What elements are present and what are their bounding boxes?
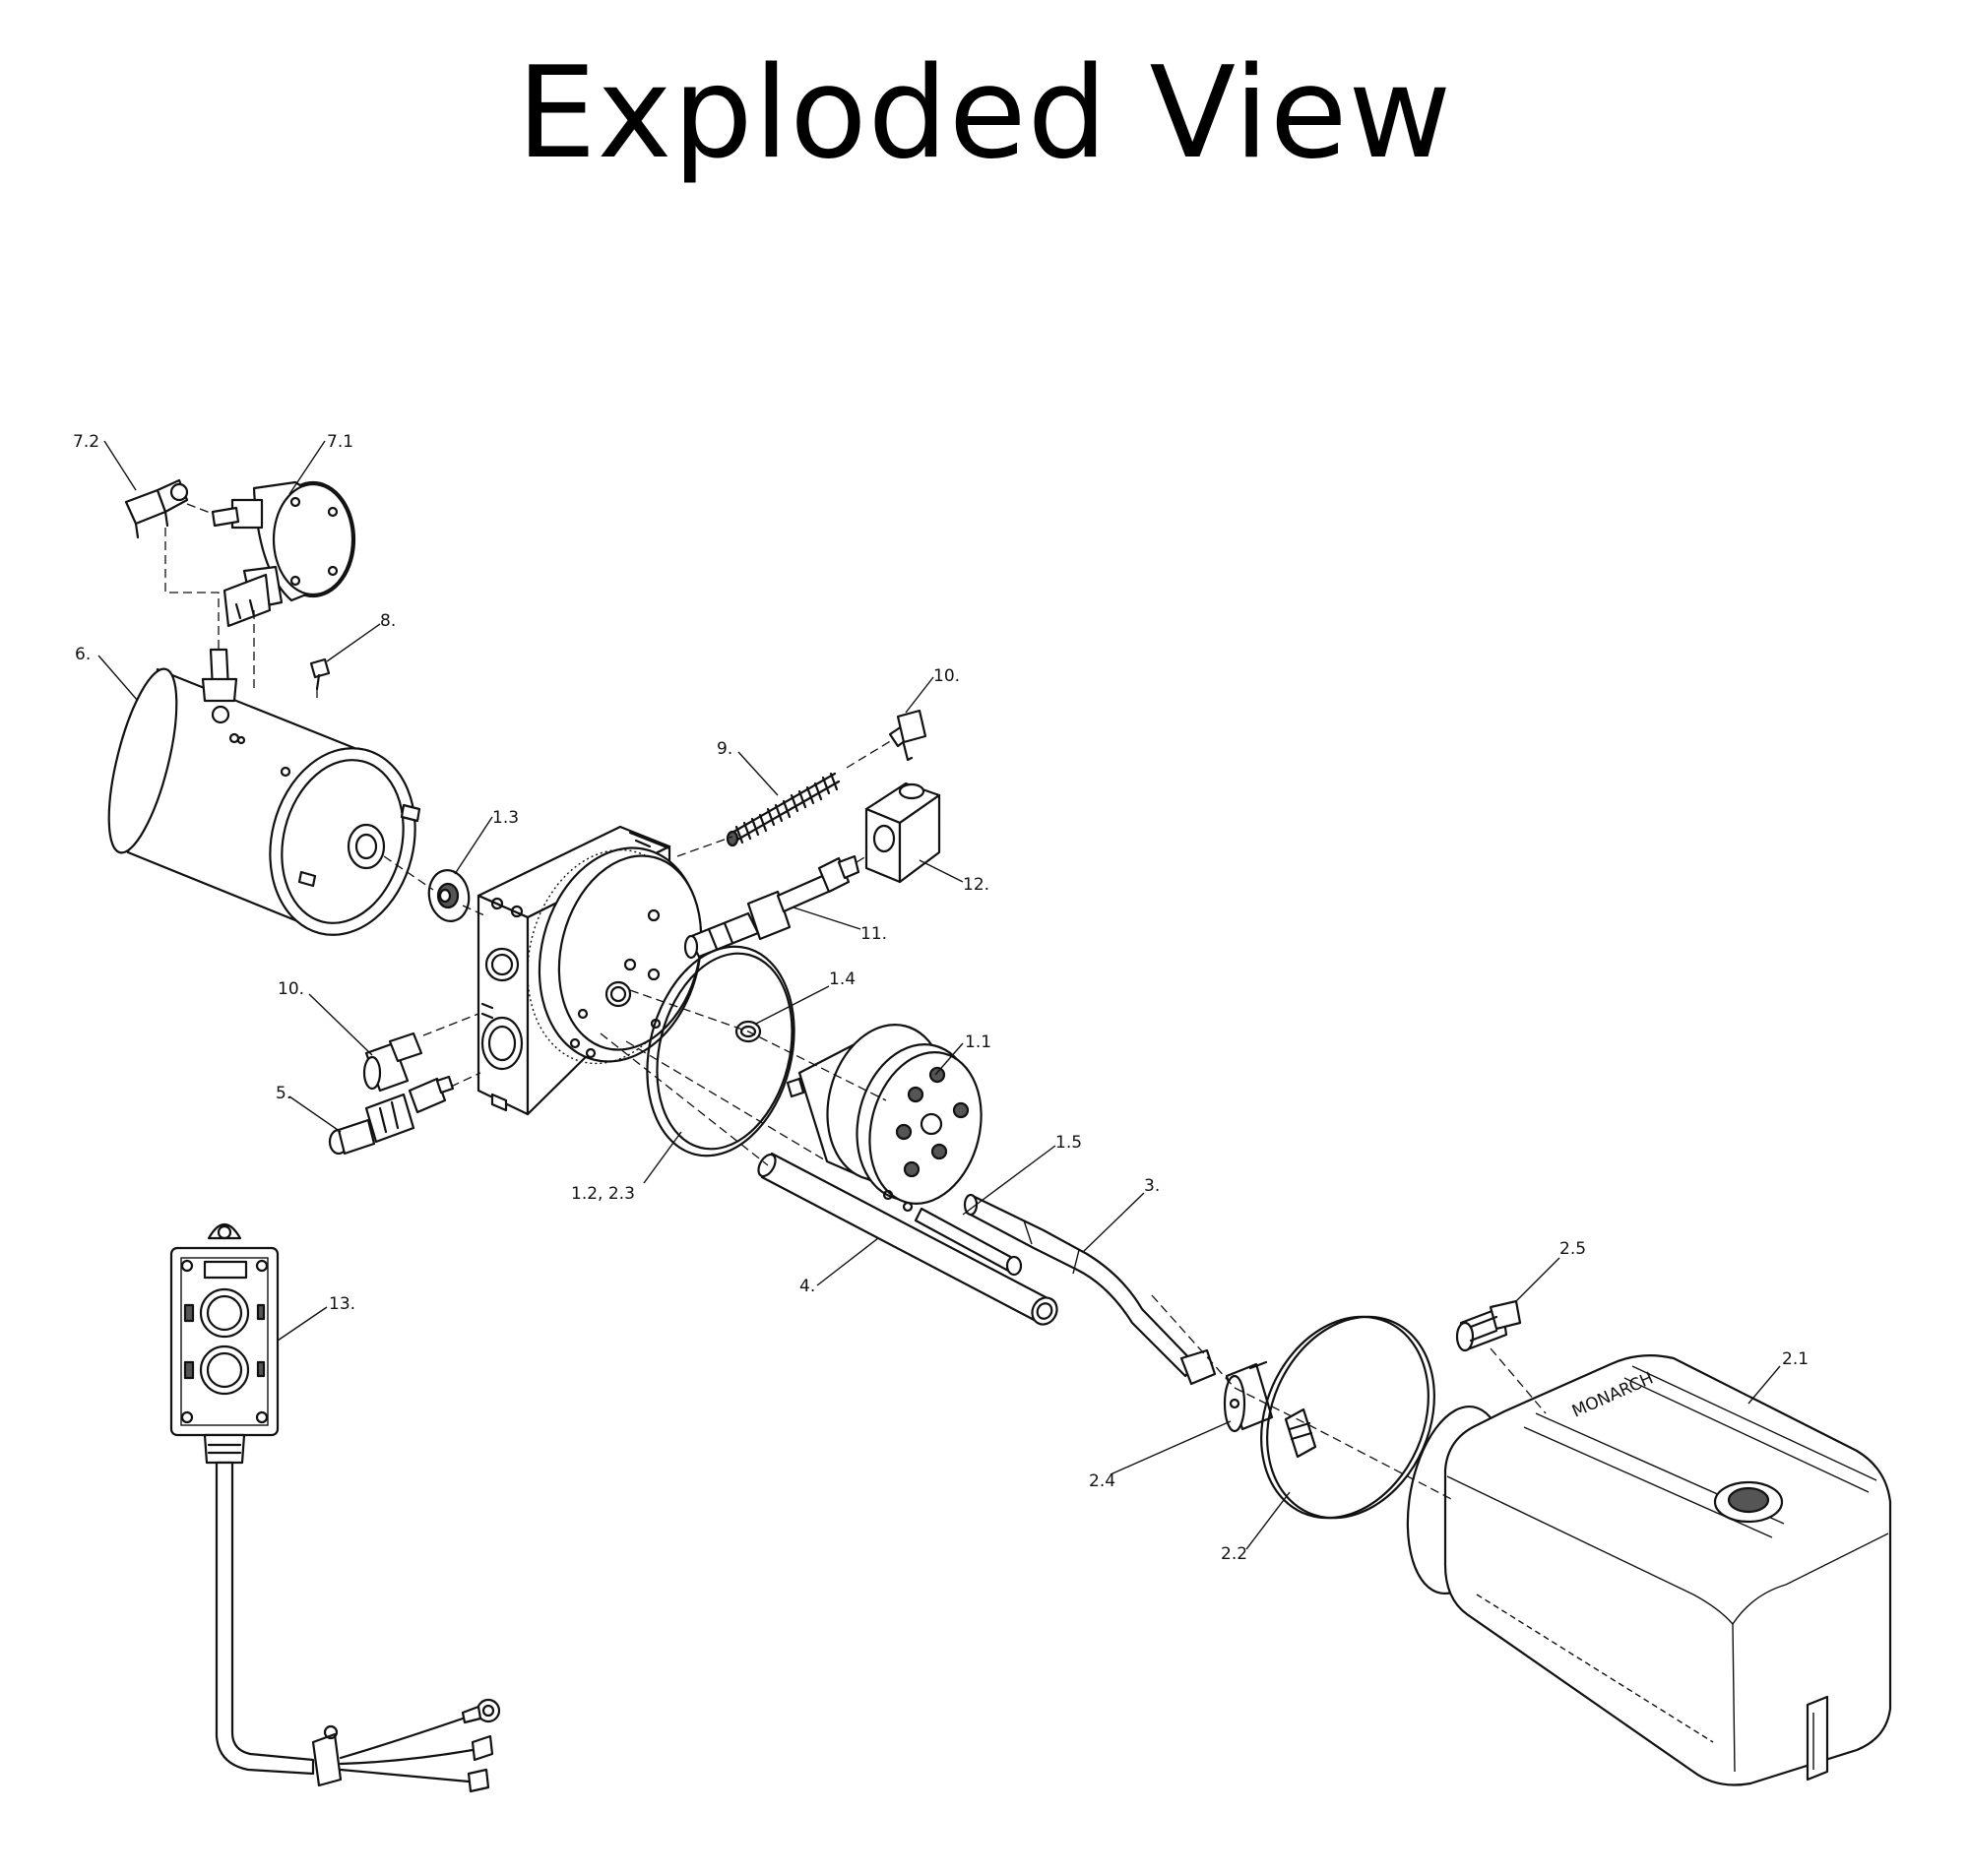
part-3-hose <box>963 1193 1217 1386</box>
callout-10-upper: 10. <box>933 666 960 686</box>
callout-7-2: 7.2 <box>73 432 99 452</box>
callout-1-3: 1.3 <box>492 808 519 828</box>
part-1-5-tube <box>914 1207 1023 1277</box>
part-1-1-pump <box>786 1024 983 1213</box>
callout-1-1: 1.1 <box>965 1032 991 1052</box>
callout-13: 13. <box>329 1294 355 1314</box>
callout-1-2-2-3: 1.2, 2.3 <box>571 1184 635 1204</box>
callout-2-4: 2.4 <box>1089 1471 1115 1491</box>
page-title: Exploded View <box>516 40 1453 187</box>
part-5-valve <box>328 1075 455 1156</box>
callout-5: 5. <box>276 1084 291 1103</box>
callout-1-5: 1.5 <box>1055 1133 1082 1153</box>
callout-9: 9. <box>717 739 732 759</box>
part-11-cartridge <box>683 854 860 960</box>
part-2-5-breather <box>1455 1299 1522 1352</box>
part-10-upper-plug <box>888 709 927 762</box>
part-1-3-coupler <box>427 869 471 922</box>
callout-8: 8. <box>380 611 396 631</box>
callout-6: 6. <box>75 645 91 664</box>
part-7-2-terminal <box>124 478 189 539</box>
callout-10-lower: 10. <box>278 979 304 999</box>
callout-11: 11. <box>860 924 887 944</box>
assembly-lines <box>164 503 1547 1501</box>
callout-4: 4. <box>799 1277 815 1296</box>
part-9-spring <box>726 772 841 847</box>
part-12-coil <box>864 782 941 884</box>
part-1-manifold <box>476 825 703 1116</box>
part-2-4-filter <box>1223 1360 1274 1433</box>
part-7-1-solenoid <box>211 480 356 628</box>
callout-2-1: 2.1 <box>1782 1349 1809 1369</box>
part-6-motor <box>107 648 421 936</box>
callout-3: 3. <box>1144 1176 1160 1196</box>
part-13-pendant <box>169 1222 501 1793</box>
callout-2-2: 2.2 <box>1221 1544 1247 1564</box>
part-10-lower-plug <box>362 1032 423 1093</box>
callout-12: 12. <box>963 875 989 895</box>
part-8-screw <box>309 657 331 691</box>
callout-1-4: 1.4 <box>829 969 856 989</box>
part-1-2-oring <box>646 945 795 1157</box>
callout-labels: 7.2 7.1 8. 6. 10. 9. 1.3 12. 11. 1.4 10.… <box>73 432 1809 1564</box>
part-2-1-tank: MONARCH <box>1406 1354 1892 1786</box>
callout-2-5: 2.5 <box>1559 1239 1586 1259</box>
leader-lines <box>97 440 1781 1550</box>
callout-7-1: 7.1 <box>327 432 353 452</box>
